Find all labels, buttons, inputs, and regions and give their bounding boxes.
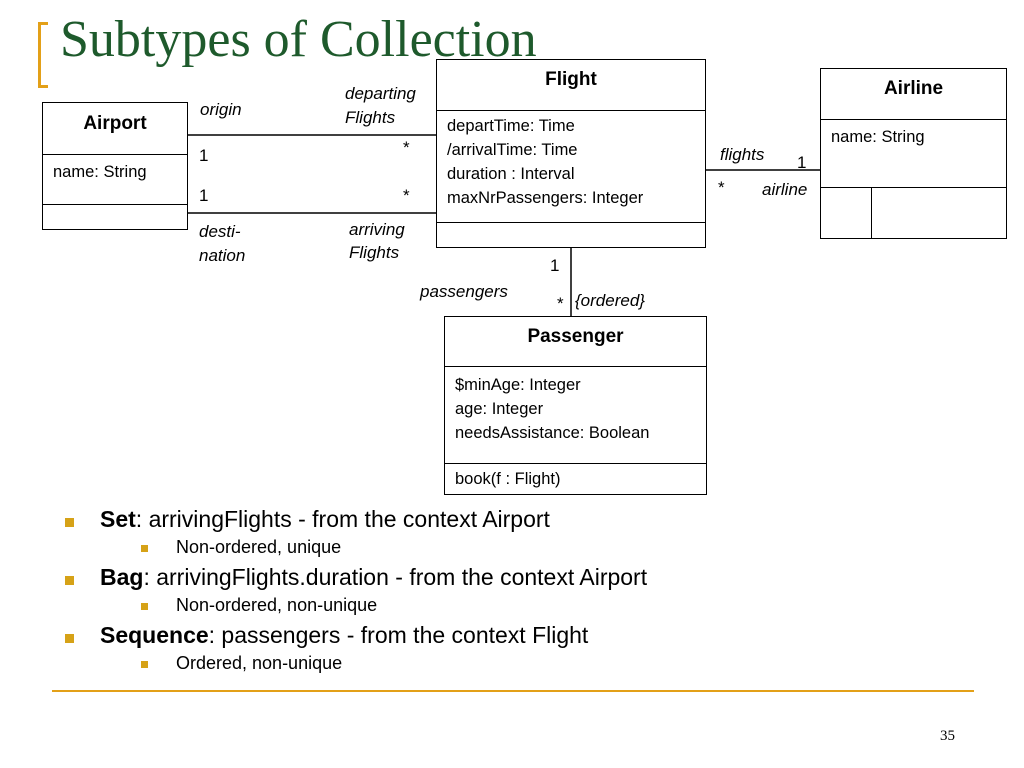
airport-class-box: Airport name: String [42, 102, 188, 230]
departing-flights-role-label-line2: Flights [345, 108, 396, 127]
airport-attribute: name: String [53, 163, 147, 181]
flight-attribute: departTime: Time [447, 117, 575, 135]
flight-class-name: Flight [545, 69, 597, 90]
arriving-flights-role-label-line1: arriving [349, 220, 405, 239]
airport-attributes-divider [43, 154, 187, 155]
airline-attribute: name: String [831, 128, 925, 146]
sub-bullet-item: Ordered, non-unique [176, 653, 343, 673]
departing-flights-role-label-line1: departing [345, 84, 416, 103]
arriving-multiplicity: * [403, 186, 410, 205]
airline-class-box: Airline name: String [820, 68, 1007, 239]
flight-class-box: Flight departTime: Time /arrivalTime: Ti… [436, 59, 706, 248]
bullet-term: Bag [100, 564, 144, 590]
airline-multiplicity: 1 [797, 153, 807, 172]
passenger-attributes-divider [445, 366, 706, 367]
airport-class-name: Airport [83, 113, 147, 134]
passenger-class-name: Passenger [527, 326, 624, 347]
passenger-operations: book(f : Flight) [455, 467, 560, 491]
flight-attribute: /arrivalTime: Time [447, 141, 578, 159]
origin-multiplicity: 1 [199, 146, 209, 165]
airline-class-name: Airline [883, 78, 944, 99]
bullet-text: : arrivingFlights.duration - from the co… [143, 564, 648, 590]
destination-role-label-line2: nation [199, 246, 246, 265]
title-bracket-decoration [38, 22, 48, 88]
page-number: 35 [940, 728, 955, 744]
flight-attribute: maxNrPassengers: Integer [447, 189, 644, 207]
destination-multiplicity: 1 [199, 186, 209, 205]
passenger-attributes: $minAge: Integer age: Integer needsAssis… [455, 373, 649, 445]
bullet-text: : arrivingFlights - from the context Air… [135, 506, 550, 532]
airline-operations-divider [821, 187, 1006, 188]
sub-bullet-item: Non-ordered, unique [176, 537, 342, 557]
sub-bullet-marker [141, 661, 148, 668]
passenger-operation: book(f : Flight) [455, 470, 561, 488]
airline-attributes: name: String [831, 125, 925, 149]
sub-bullet-item: Non-ordered, non-unique [176, 595, 378, 615]
ordered-constraint: {ordered} [575, 291, 645, 310]
flights-role-label: flights [720, 145, 765, 164]
sub-bullet-marker [141, 603, 148, 610]
airline-attributes-divider [821, 119, 1006, 120]
passenger-flight-multiplicity: 1 [550, 256, 560, 275]
bullet-text: : passengers - from the context Flight [208, 622, 589, 648]
airport-operations-divider [43, 204, 187, 205]
flight-attributes: departTime: Time /arrivalTime: Time dura… [447, 114, 643, 210]
bullet-term: Sequence [100, 622, 209, 648]
departing-multiplicity: * [403, 138, 410, 157]
bullet-term: Set [100, 506, 136, 532]
passengers-multiplicity: * [557, 294, 564, 313]
flight-attribute: duration : Interval [447, 165, 575, 183]
passenger-attribute: needsAssistance: Boolean [455, 424, 650, 442]
bullet-marker [65, 518, 74, 527]
bullet-marker [65, 634, 74, 643]
bullet-item: Set: arrivingFlights - from the context … [100, 506, 550, 533]
origin-role-label: origin [200, 100, 242, 119]
sub-bullet-marker [141, 545, 148, 552]
airline-operations-split [871, 187, 872, 239]
slide-title: Subtypes of Collection [60, 11, 537, 68]
bullet-item: Sequence: passengers - from the context … [100, 622, 588, 649]
passenger-class-box: Passenger $minAge: Integer age: Integer … [444, 316, 707, 495]
bullet-item: Bag: arrivingFlights.duration - from the… [100, 564, 647, 591]
flights-multiplicity: * [718, 178, 725, 197]
passenger-attribute: $minAge: Integer [455, 376, 581, 394]
destination-role-label-line1: desti- [199, 222, 241, 241]
flight-attributes-divider [437, 110, 705, 111]
passengers-role-label: passengers [420, 282, 508, 301]
footer-rule [52, 690, 974, 692]
flight-operations-divider [437, 222, 705, 223]
airline-role-label: airline [762, 180, 808, 199]
arriving-flights-role-label-line2: Flights [349, 243, 400, 262]
passenger-attribute: age: Integer [455, 400, 544, 418]
passenger-operations-divider [445, 463, 706, 464]
airport-attributes: name: String [53, 160, 147, 184]
bullet-marker [65, 576, 74, 585]
